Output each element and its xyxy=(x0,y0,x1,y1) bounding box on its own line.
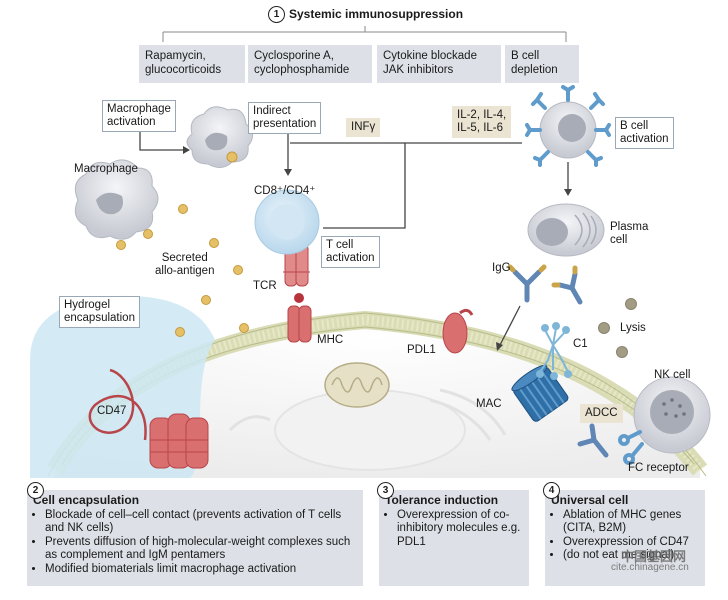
cd8-cd4-label: CD8⁺/CD4⁺ xyxy=(254,185,316,197)
tcr-label: TCR xyxy=(253,280,277,292)
panel-2-item: Prevents diffusion of high-molecular-wei… xyxy=(45,536,357,563)
b-cell xyxy=(525,85,611,167)
drug-box-cyclosporine: Cyclosporine A,cyclophosphamide xyxy=(248,45,372,83)
mhc-label: MHC xyxy=(317,334,344,346)
panel-2-number: 2 xyxy=(27,482,44,499)
panel-4-item: Ablation of MHC genes (CITA, B2M) xyxy=(563,509,699,536)
cd47-protein xyxy=(88,368,209,469)
igg-antibody-1 xyxy=(507,264,547,303)
mac-label: MAC xyxy=(476,398,502,410)
panel-3-item: Overexpression of co-inhibitory molecule… xyxy=(397,509,523,550)
panel-2-title: Cell encapsulation xyxy=(33,493,140,507)
panel-4-item: (do not eat me signal) xyxy=(563,549,699,563)
lysis-dots xyxy=(598,298,637,358)
plasma-cell xyxy=(527,203,605,257)
nk-cell-label: NK cell xyxy=(654,369,691,381)
panel-4-number: 4 xyxy=(543,482,560,499)
t-cell xyxy=(254,189,320,255)
panel-4-list: Ablation of MHC genes (CITA, B2M) Overex… xyxy=(551,509,699,563)
pdl1-protein xyxy=(442,308,474,354)
allo-antigen-dots xyxy=(116,204,249,337)
watermark-title: 中国基因网 xyxy=(621,549,687,564)
panel-4-title: Universal cell xyxy=(551,493,629,507)
panel-3-number: 3 xyxy=(377,482,394,499)
panel-2-item: Modified biomaterials limit macrophage a… xyxy=(45,563,357,577)
panel-3-list: Overexpression of co-inhibitory molecule… xyxy=(385,509,523,550)
nk-cell xyxy=(618,376,711,465)
infg-tag: INFγ xyxy=(346,118,381,137)
drug-box-rapamycin: Rapamycin,glucocorticoids xyxy=(139,45,245,83)
panel-3-title: Tolerance induction xyxy=(385,493,499,507)
panel-cell-encapsulation: Cell encapsulation Blockade of cell–cell… xyxy=(27,490,363,586)
cd47-label: CD47 xyxy=(97,405,127,417)
pathway-arrows xyxy=(139,131,569,346)
panel-tolerance-induction: Tolerance induction Overexpression of co… xyxy=(379,490,529,586)
igg-label: IgG xyxy=(492,262,511,274)
c1-complex xyxy=(536,322,572,380)
mhc-tcr-complex xyxy=(283,243,312,343)
header-bracket xyxy=(162,26,567,42)
arrow-heads xyxy=(183,146,572,351)
c1-label: C1 xyxy=(573,338,588,350)
panel-2-item: Blockade of cell–cell contact (prevents … xyxy=(45,509,357,536)
interleukin-tag: IL-2, IL-4,IL-5, IL-6 xyxy=(452,106,512,138)
igg-antibody-2 xyxy=(551,265,583,305)
panel-4-item: Overexpression of CD47 xyxy=(563,536,699,550)
pdl1-label: PDL1 xyxy=(407,344,436,356)
macrophage-label: Macrophage xyxy=(74,163,138,175)
fc-receptor-label: FC receptor xyxy=(628,462,689,474)
macrophage-cell xyxy=(74,159,159,240)
lysis-label: Lysis xyxy=(620,322,646,334)
igg-antibody-bound xyxy=(577,423,609,458)
panel-universal-cell: Universal cell Ablation of MHC genes (CI… xyxy=(545,490,705,586)
watermark-url: cite.chinagene.cn xyxy=(611,562,689,573)
activated-macrophage-cell xyxy=(186,106,253,168)
mitochondrion xyxy=(324,362,390,408)
adcc-tag: ADCC xyxy=(580,404,623,423)
panel-2-list: Blockade of cell–cell contact (prevents … xyxy=(33,509,357,577)
